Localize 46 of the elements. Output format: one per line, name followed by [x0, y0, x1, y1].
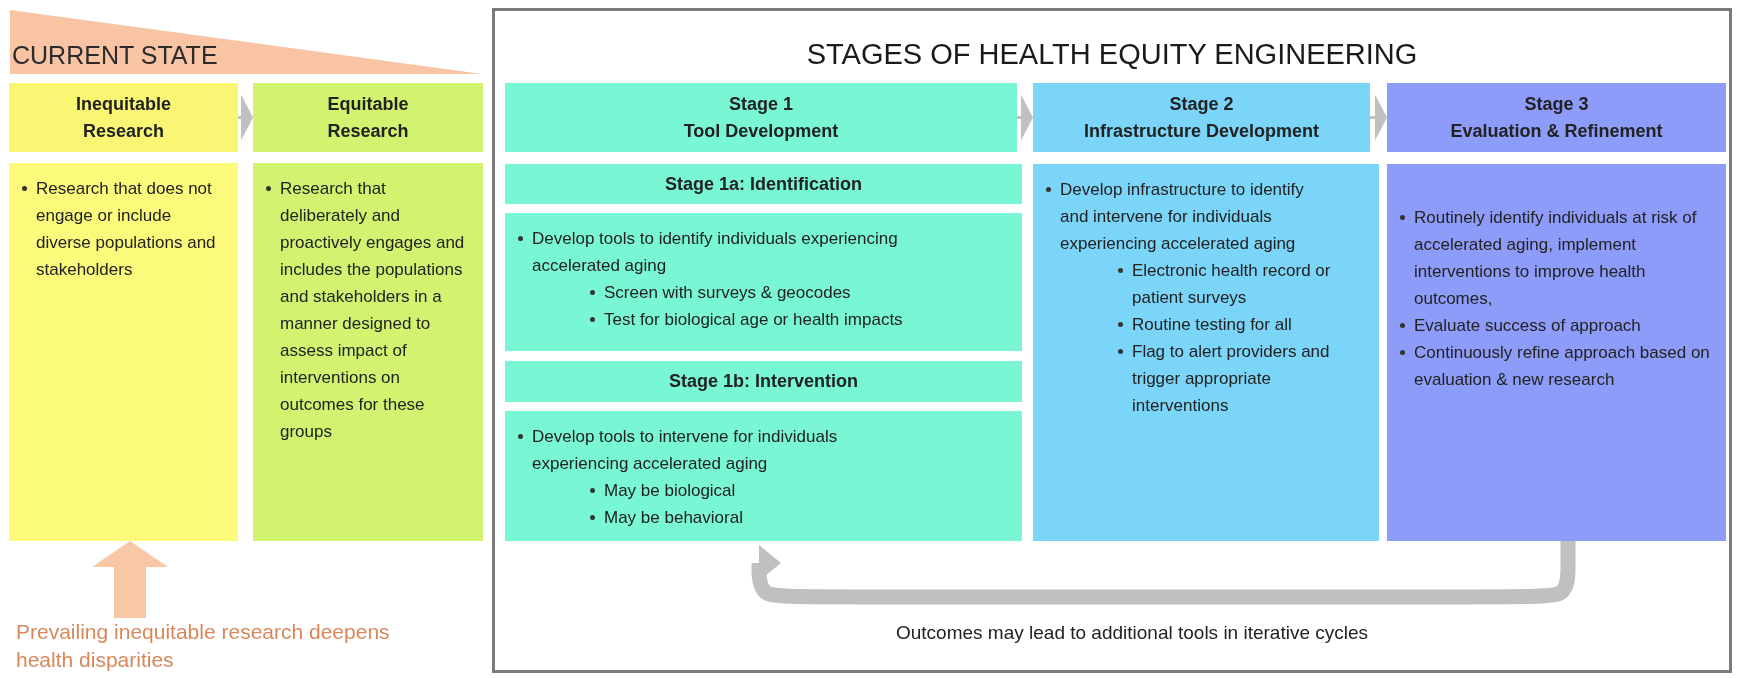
bullet-text: Screen with surveys & geocodes [585, 279, 1014, 306]
bullet-text: Routine testing for all [1113, 311, 1332, 338]
bullet-text: Continuously refine approach based on evaluation & new research [1395, 339, 1714, 393]
frame-panel [492, 8, 1732, 673]
header-text: Stage 1b: Intervention [669, 370, 858, 393]
header-box [1387, 83, 1726, 152]
header-box [9, 83, 238, 152]
header-text: Tool Development [683, 119, 839, 143]
content-panel [253, 163, 483, 541]
header-box [253, 83, 483, 152]
bullet-text: Evaluate success of approach [1395, 312, 1714, 339]
bullet-text: Routinely identify individuals at risk of accelerated aging, implement interventions to improve health outcomes, [1395, 204, 1714, 312]
header-text: Stage 1a: Identification [664, 172, 862, 196]
header-box [1033, 83, 1370, 152]
bullet-text: Develop tools to identify individuals experiencing accelerated aging [513, 225, 902, 279]
bullet-text: Develop infrastructure to identify and intervene for individuals experiencing accelerated aging [1041, 176, 1315, 257]
header-box [505, 164, 1022, 204]
header-box [505, 361, 1022, 402]
bullet-text: May be biological [585, 477, 1014, 504]
header-text: Evaluation & Refinement [1450, 119, 1663, 143]
frame-heading: STAGES OF HEALTH EQUITY ENGINEERING [805, 38, 1419, 71]
header-text: Infrastructure Development [1083, 119, 1320, 143]
bullet-text: Electronic health record or patient surveys [1113, 257, 1332, 311]
header-text: Inequitable Research [75, 92, 172, 143]
header-box [505, 83, 1017, 152]
bullet-text: May be behavioral [585, 504, 1014, 531]
block-arrow [92, 541, 168, 618]
bullet-text: Develop tools to intervene for individuals experiencing accelerated aging [513, 423, 902, 477]
bullet-text: Test for biological age or health impacts [585, 306, 1014, 333]
chevron-arrow [1370, 94, 1387, 141]
header-text: Stage 3 [1524, 92, 1589, 116]
chevron-arrow [1017, 94, 1033, 141]
chevron-arrow [238, 94, 253, 141]
content-panel [1387, 164, 1726, 541]
content-panel [1033, 164, 1379, 541]
content-panel [9, 163, 238, 541]
content-panel [505, 411, 1022, 541]
header-text: Stage 2 [1169, 92, 1234, 116]
banner-text: CURRENT STATE [12, 41, 218, 70]
header-text: Stage 1 [729, 92, 793, 116]
bullet-text: Research that does not engage or include diverse populations and stakeholders [17, 175, 221, 283]
caption-text: Prevailing inequitable research deepens health disparities [16, 618, 436, 676]
bullet-text: Research that deliberately and proactively engages and includes the populations and stakeholders in a manner designed to assess impact of interventions on outcomes for these groups [261, 175, 470, 445]
header-text: Equitable Research [326, 92, 410, 143]
bullet-text: Flag to alert providers and trigger appropriate interventions [1113, 338, 1332, 419]
content-panel [505, 213, 1022, 351]
